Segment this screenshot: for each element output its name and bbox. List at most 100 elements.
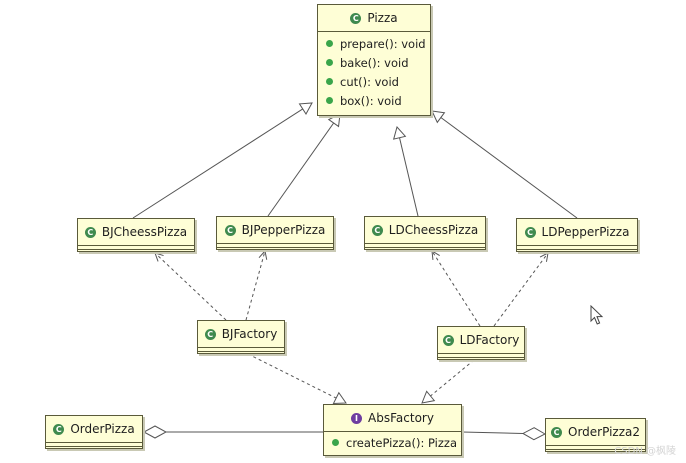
- class-icon: C: [204, 328, 216, 340]
- class-header: C BJCheessPizza: [78, 219, 194, 245]
- class-header: C LDFactory: [438, 327, 524, 353]
- method-signature: cut(): void: [340, 74, 399, 89]
- mouse-pointer-icon: [590, 305, 604, 325]
- class-bj-cheess-pizza[interactable]: C BJCheessPizza: [77, 218, 195, 252]
- class-order-pizza[interactable]: C OrderPizza: [45, 415, 143, 449]
- public-method-icon: [326, 97, 333, 104]
- hollow-triangle-arrowhead: [327, 113, 341, 128]
- class-header: C LDCheessPizza: [365, 217, 485, 243]
- edge-realization: [247, 353, 347, 404]
- method-list: prepare(): void bake(): void cut(): void…: [318, 32, 430, 113]
- class-divider: [46, 442, 142, 443]
- method-item[interactable]: cut(): void: [318, 72, 430, 91]
- class-icon: C: [442, 334, 454, 346]
- class-divider: [517, 245, 637, 246]
- class-icon: C: [350, 12, 362, 24]
- class-header: C BJPepperPizza: [217, 217, 333, 243]
- class-icon: C: [224, 224, 236, 236]
- class-ld-cheess-pizza[interactable]: C LDCheessPizza: [364, 216, 486, 250]
- class-name: AbsFactory: [368, 411, 434, 425]
- hollow-triangle-arrowhead: [298, 102, 313, 115]
- class-pizza[interactable]: C Pizza prepare(): void bake(): void cut…: [317, 4, 431, 116]
- public-method-icon: [326, 59, 333, 66]
- class-name: OrderPizza: [70, 422, 135, 436]
- edge-aggregation: [142, 425, 323, 439]
- class-icon: C: [371, 224, 383, 236]
- edge-inheritance: [392, 125, 419, 217]
- method-list: createPizza(): Pizza: [324, 432, 461, 452]
- class-divider: [324, 431, 461, 432]
- class-ld-pepper-pizza[interactable]: C LDPepperPizza: [516, 218, 638, 252]
- edge-dependency: [154, 252, 227, 321]
- interface-icon: I: [351, 412, 363, 424]
- class-name: BJCheessPizza: [101, 225, 188, 239]
- method-signature: createPizza(): Pizza: [346, 435, 458, 450]
- edge-realization: [421, 359, 475, 404]
- class-header: I AbsFactory: [324, 405, 461, 431]
- class-divider: [46, 446, 142, 447]
- class-header: C OrderPizza: [46, 416, 142, 442]
- method-signature: box(): void: [340, 93, 402, 108]
- method-item[interactable]: bake(): void: [318, 53, 430, 72]
- class-header: C BJFactory: [198, 321, 284, 347]
- edge-inheritance: [132, 102, 313, 219]
- hollow-triangle-arrowhead: [421, 390, 436, 404]
- class-divider: [365, 243, 485, 244]
- edge-dependency: [493, 252, 549, 327]
- edge-inheritance: [267, 113, 341, 217]
- class-name: Pizza: [367, 11, 398, 25]
- interface-abs-factory[interactable]: I AbsFactory createPizza(): Pizza: [323, 404, 462, 456]
- public-method-icon: [326, 40, 333, 47]
- class-divider: [198, 347, 284, 348]
- class-name: LDPepperPizza: [541, 225, 630, 239]
- public-method-icon: [332, 439, 339, 446]
- edge-dependency: [431, 250, 481, 327]
- class-name: LDCheessPizza: [388, 223, 479, 237]
- method-item[interactable]: box(): void: [318, 91, 430, 110]
- watermark: CSDN @枫陵: [614, 446, 676, 457]
- class-ld-factory[interactable]: C LDFactory: [437, 326, 525, 360]
- class-bj-pepper-pizza[interactable]: C BJPepperPizza: [216, 216, 334, 250]
- hollow-triangle-arrowhead: [431, 110, 446, 124]
- class-divider: [438, 353, 524, 354]
- method-signature: bake(): void: [340, 55, 409, 70]
- class-divider: [78, 245, 194, 246]
- class-divider: [217, 243, 333, 244]
- edge-inheritance: [431, 110, 578, 219]
- class-icon: C: [53, 423, 65, 435]
- class-icon: C: [84, 226, 96, 238]
- open-arrowhead: [431, 250, 440, 260]
- class-divider: [198, 351, 284, 352]
- class-header: C OrderPizza2: [546, 419, 645, 445]
- class-header: C Pizza: [318, 5, 430, 31]
- public-method-icon: [326, 78, 333, 85]
- edge-dependency: [245, 249, 268, 321]
- hollow-triangle-arrowhead: [392, 125, 407, 140]
- class-divider: [546, 445, 645, 446]
- class-bj-factory[interactable]: C BJFactory: [197, 320, 285, 354]
- class-icon: C: [524, 226, 536, 238]
- method-item[interactable]: createPizza(): Pizza: [324, 433, 461, 452]
- class-divider: [546, 449, 645, 450]
- hollow-diamond-icon: [142, 425, 168, 439]
- class-name: BJPepperPizza: [241, 223, 326, 237]
- class-icon: C: [551, 426, 562, 438]
- hollow-diamond-icon: [521, 427, 547, 441]
- class-order-pizza2[interactable]: C OrderPizza2: [545, 418, 646, 452]
- method-signature: prepare(): void: [340, 36, 426, 51]
- class-divider: [438, 357, 524, 358]
- class-divider: [217, 247, 333, 248]
- open-arrowhead: [539, 252, 549, 262]
- class-divider: [78, 249, 194, 250]
- class-divider: [517, 249, 637, 250]
- class-name: LDFactory: [459, 333, 520, 347]
- class-divider: [365, 247, 485, 248]
- class-name: BJFactory: [221, 327, 278, 341]
- method-item[interactable]: prepare(): void: [318, 34, 430, 53]
- open-arrowhead: [154, 252, 164, 262]
- hollow-triangle-arrowhead: [332, 391, 347, 404]
- open-arrowhead: [258, 249, 268, 260]
- edge-aggregation: [461, 427, 547, 441]
- class-divider: [318, 31, 430, 32]
